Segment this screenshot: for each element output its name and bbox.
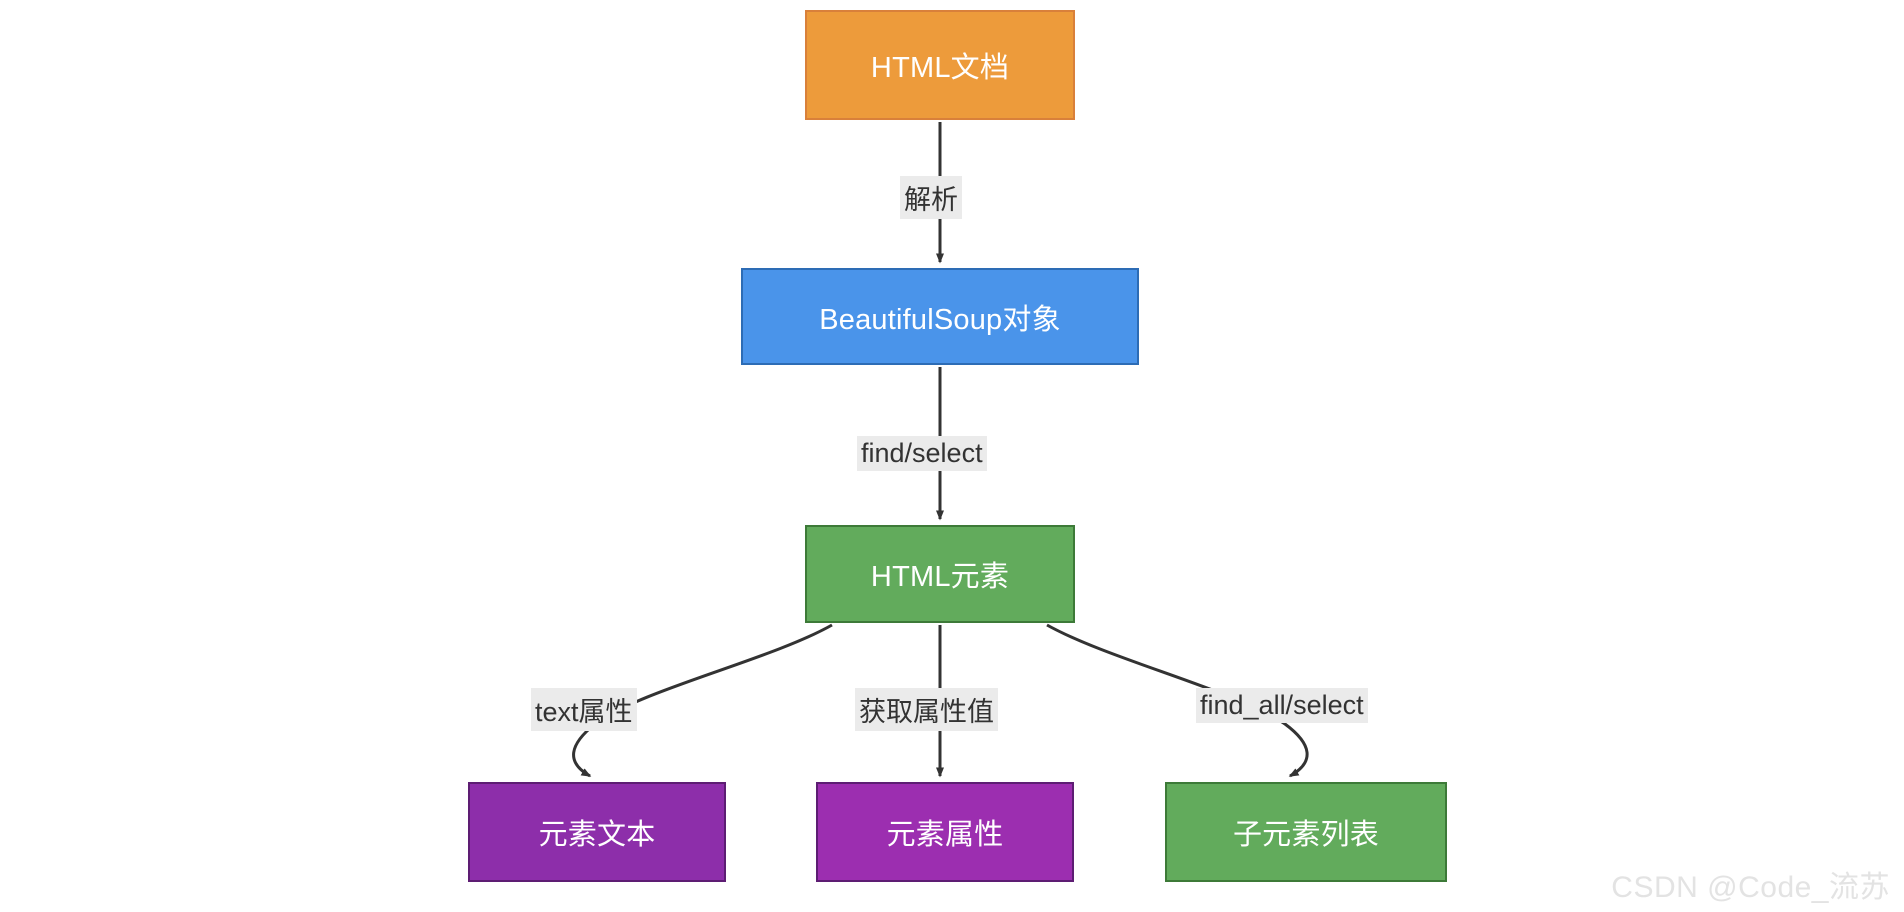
node-element-text[interactable]: 元素文本: [468, 782, 726, 882]
edge-label-parse: 解析: [900, 176, 962, 219]
node-html-element[interactable]: HTML元素: [805, 525, 1075, 623]
node-children-list[interactable]: 子元素列表: [1165, 782, 1447, 882]
edge-label-find-select: find/select: [857, 436, 987, 471]
node-html-document[interactable]: HTML文档: [805, 10, 1075, 120]
watermark: CSDN @Code_流苏: [1611, 871, 1890, 904]
node-beautifulsoup-object[interactable]: BeautifulSoup对象: [741, 268, 1139, 365]
edge-label-text-attribute: text属性: [531, 688, 637, 731]
edge-label-find-all-select: find_all/select: [1196, 688, 1368, 723]
edge-label-get-attribute-value: 获取属性值: [855, 688, 998, 731]
node-element-attribute[interactable]: 元素属性: [816, 782, 1074, 882]
